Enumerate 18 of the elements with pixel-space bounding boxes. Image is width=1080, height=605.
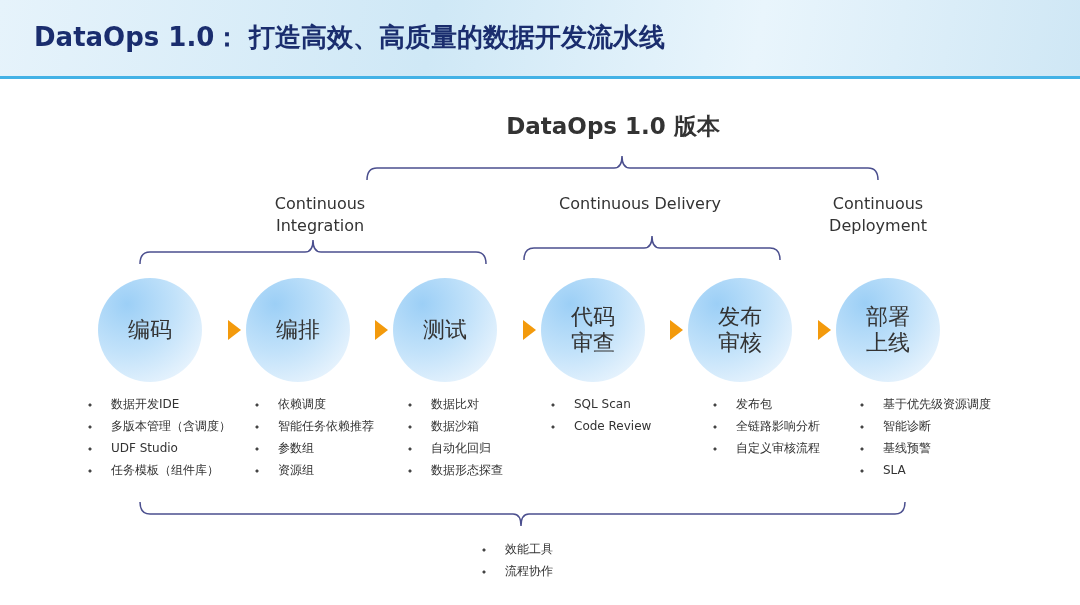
list-item: 数据形态探查 — [408, 462, 503, 479]
phase-heading: Continuous Delivery — [558, 193, 722, 215]
phase-heading: Continuous Integration — [273, 193, 367, 238]
stage-name: 编排 — [275, 316, 321, 344]
list-item: 智能任务依赖推荐 — [255, 418, 374, 435]
phase-heading: Continuous Deployment — [828, 193, 928, 238]
stage-name: 编码 — [127, 316, 173, 344]
list-item: 自定义审核流程 — [713, 440, 820, 457]
slide-title: DataOps 1.0： 打造高效、高质量的数据开发流水线 — [34, 21, 666, 54]
stage-name: 部署上线 — [865, 303, 911, 357]
list-item: 效能工具 — [482, 541, 553, 558]
stage-name: 发布审核 — [717, 303, 763, 357]
stage-name: 代码审查 — [570, 303, 616, 357]
list-item: 流程协作 — [482, 563, 553, 580]
list-item: 全链路影响分析 — [713, 418, 820, 435]
version-heading: DataOps 1.0 版本 — [505, 112, 721, 141]
stage-name: 测试 — [422, 316, 468, 344]
list-item: 基于优先级资源调度 — [860, 396, 991, 413]
